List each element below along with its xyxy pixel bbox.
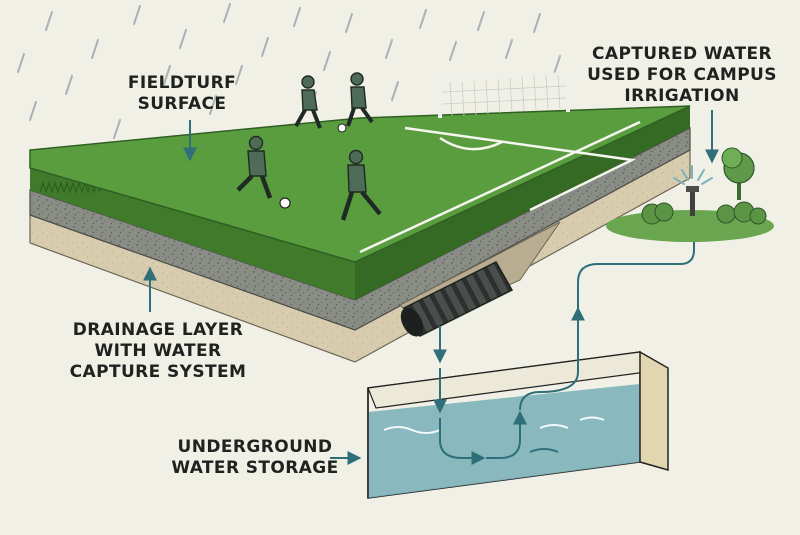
soccer-ball [279,197,291,209]
label-line: SURFACE [137,94,227,114]
sprinkler-icon [673,165,713,216]
label-line: USED FOR CAMPUS [587,65,777,85]
label-line: IRRIGATION [624,86,740,106]
drain-pipe [400,261,514,337]
label-line: DRAINAGE LAYER [72,320,244,340]
label-line: FIELDTURF [127,73,237,93]
soccer-player [236,135,273,199]
label-line: CAPTURED WATER [592,44,772,64]
arrow-icon [143,110,719,465]
label-line: CAPTURE SYSTEM [69,362,247,382]
soccer-player [340,149,382,221]
turf-side-right [355,106,690,300]
soccer-ball [337,123,347,133]
water-flow-path [433,212,695,465]
water-storage-tank [367,350,669,499]
label-line: WITH WATER [94,341,222,361]
label-drainage-layer: DRAINAGE LAYER WITH WATER CAPTURE SYSTEM [42,320,274,383]
irrigation-garden [606,147,774,242]
label-line: WATER STORAGE [171,458,339,478]
soccer-player [294,75,322,129]
soccer-player [346,72,374,127]
label-underground-storage: UNDERGROUND WATER STORAGE [170,437,340,479]
field-lines [359,120,641,254]
label-line: UNDERGROUND [177,437,333,457]
turf-side-left [30,168,355,300]
shrub-icon [641,201,767,225]
tree-icon [721,147,755,200]
label-fieldturf-surface: FIELDTURF SURFACE [112,73,252,115]
soccer-goal [438,71,570,118]
label-captured-water: CAPTURED WATER USED FOR CAMPUS IRRIGATIO… [584,44,780,107]
